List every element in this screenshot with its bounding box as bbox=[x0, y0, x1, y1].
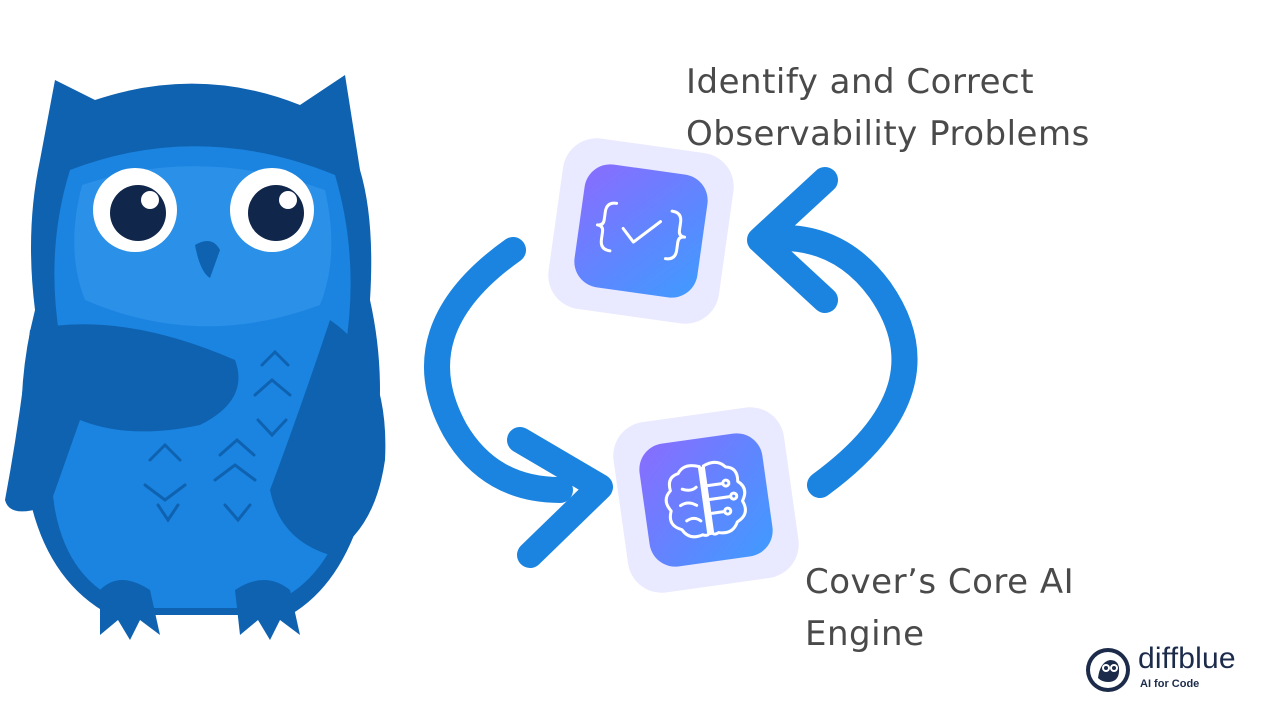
caption-bottom-line1: Cover’s Core AI bbox=[805, 562, 1075, 602]
logo-tagline: AI for Code bbox=[1140, 678, 1200, 690]
owl-mascot-icon bbox=[5, 75, 386, 640]
bottom-tile bbox=[608, 402, 804, 598]
caption-core-ai-engine: Cover’s Core AI Engine bbox=[805, 556, 1074, 660]
caption-identify-correct: Identify and Correct Observability Probl… bbox=[686, 56, 1090, 160]
top-tile bbox=[543, 133, 739, 329]
code-check-icon bbox=[570, 160, 712, 302]
caption-top-line2: Observability Problems bbox=[686, 114, 1090, 154]
brain-circuit-icon bbox=[635, 429, 777, 571]
caption-top-line1: Identify and Correct bbox=[686, 62, 1035, 102]
logo-name: diffblue bbox=[1138, 642, 1236, 675]
circular-arrows-icon bbox=[424, 167, 918, 568]
diffblue-owl-badge-icon bbox=[1086, 648, 1130, 692]
diffblue-logo: diffblue AI for Code bbox=[1086, 642, 1261, 698]
caption-bottom-line2: Engine bbox=[805, 614, 925, 654]
